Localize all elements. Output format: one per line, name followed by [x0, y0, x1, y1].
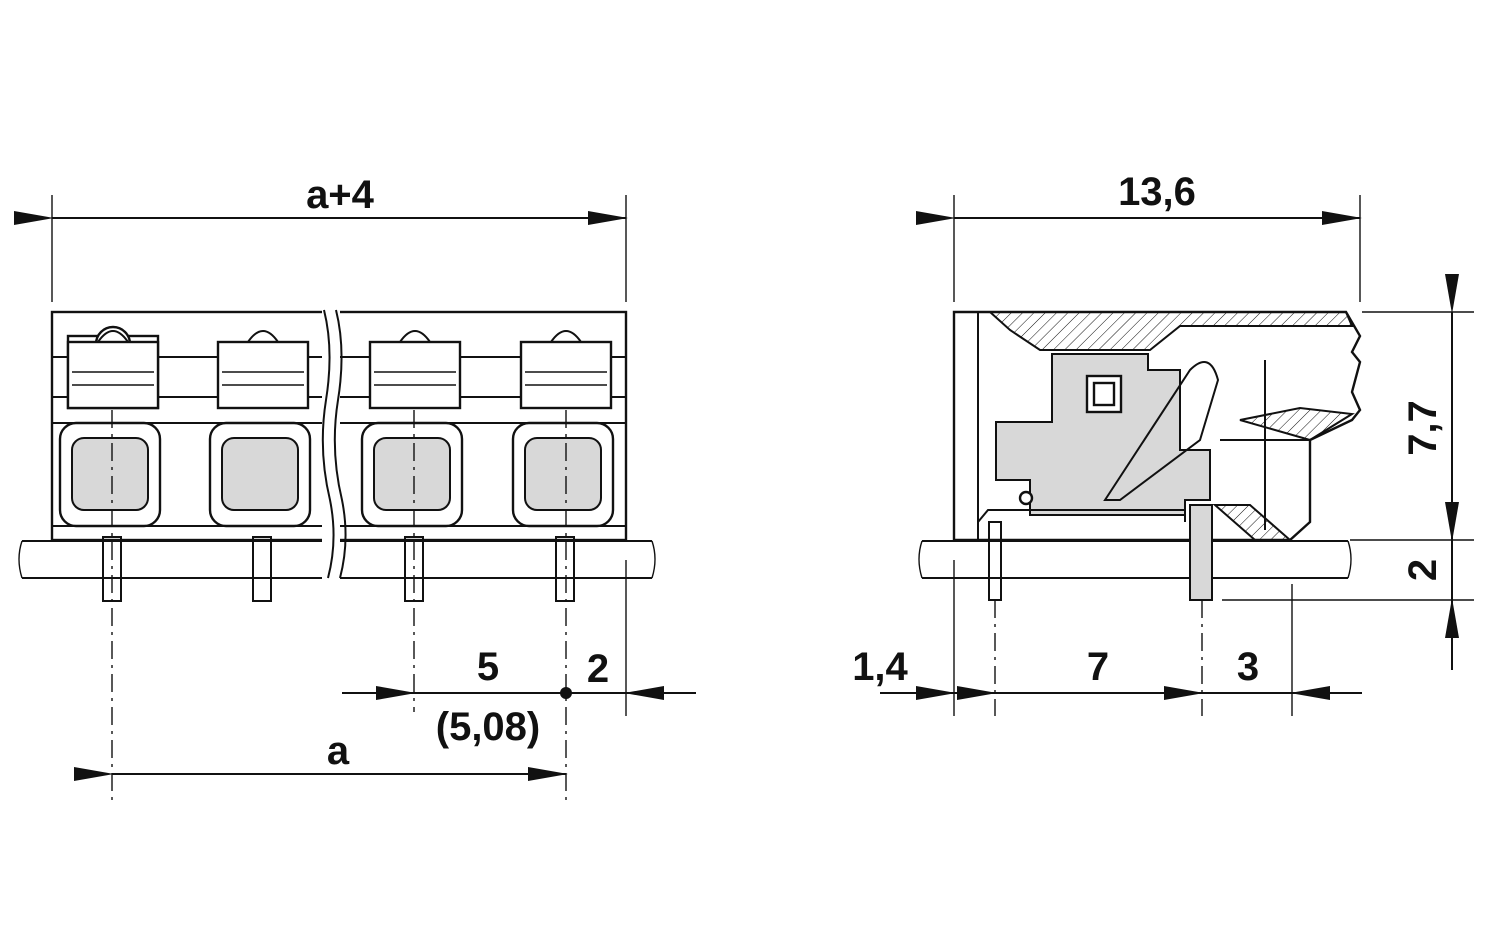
side-pin-centerlines: [994, 600, 1203, 716]
front-pin-centerlines: [111, 410, 567, 800]
dim-edge-offset: 2: [566, 560, 696, 716]
dim-label-a-plus-4: a+4: [306, 173, 375, 217]
dim-label-7: 7: [1087, 645, 1109, 689]
dim-label-3: 3: [1237, 645, 1259, 689]
front-pole-2: [208, 330, 312, 602]
front-pole-1: [58, 325, 162, 602]
dim-label-2-pin: 2: [1401, 559, 1445, 581]
dim-pin-length: 2: [1222, 540, 1474, 670]
side-pcb-board: [918, 540, 1352, 579]
dim-overall-width: a+4: [14, 173, 628, 302]
front-pole-3: [360, 330, 464, 602]
dim-pitch: 5 (5,08): [342, 645, 572, 749]
front-pole-4: [511, 330, 615, 602]
dim-label-pitch-alt: (5,08): [436, 705, 541, 749]
dim-label-7-7: 7,7: [1401, 400, 1445, 456]
side-pins: [977, 504, 1213, 601]
dim-label-1-4: 1,4: [852, 645, 908, 689]
side-clamp-spring: [995, 353, 1220, 516]
side-view: 13,6 7,7 2 1,4 7 3: [852, 170, 1474, 716]
dim-depth: 13,6: [916, 170, 1362, 302]
dim-height: 7,7: [1350, 274, 1474, 542]
dim-bottom-side: 1,4 7 3: [852, 560, 1362, 716]
dim-label-pitch: 5: [477, 645, 499, 689]
dim-label-edge-2: 2: [587, 647, 609, 691]
dim-label-13-6: 13,6: [1118, 170, 1196, 214]
dim-span-a: a: [74, 729, 568, 781]
front-view: a+4 5 (5,08) 2 a: [14, 173, 696, 800]
dim-label-a: a: [327, 729, 350, 773]
front-break-line: [321, 305, 347, 585]
